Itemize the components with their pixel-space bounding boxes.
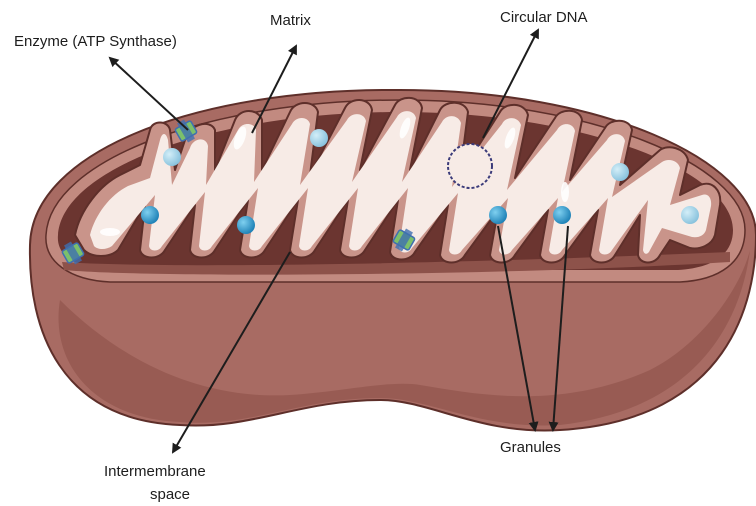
- granule: [310, 129, 328, 147]
- granule: [681, 206, 699, 224]
- granule: [237, 216, 255, 234]
- granule: [553, 206, 571, 224]
- granule: [163, 148, 181, 166]
- label-circular-dna: Circular DNA: [500, 9, 588, 26]
- enzyme-arrow: [110, 58, 188, 130]
- label-granules: Granules: [500, 439, 561, 456]
- label-matrix: Matrix: [270, 12, 311, 29]
- circular-dna: [448, 144, 492, 188]
- label-enzyme: Enzyme (ATP Synthase): [14, 33, 177, 50]
- granule: [489, 206, 507, 224]
- granule: [141, 206, 159, 224]
- label-intermembrane-line2: space: [150, 486, 190, 503]
- granule: [611, 163, 629, 181]
- label-intermembrane-line1: Intermembrane: [104, 463, 206, 480]
